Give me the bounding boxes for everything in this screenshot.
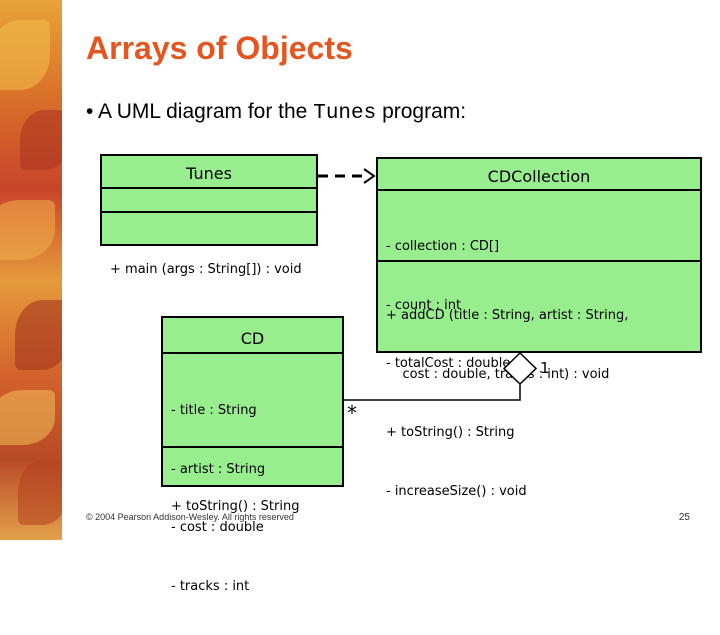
tunes-class-box: Tunes + main (args : String[]) : void [100, 154, 318, 277]
class-name: CD [240, 329, 265, 348]
class-divider [163, 446, 342, 448]
class-divider [102, 211, 316, 213]
bullet-marker: • [86, 100, 94, 123]
attribute-line: - totalCost : double [386, 356, 511, 371]
operation-line: + toString() : String [171, 499, 300, 514]
class-divider [378, 260, 700, 262]
slide-title: Arrays of Objects [86, 30, 353, 66]
operation-line: cost : double, tracks : int) : void [386, 366, 610, 382]
class-name: Tunes [186, 164, 232, 183]
attribute-line: - tracks : int [171, 578, 250, 594]
attribute-line: - cost : double [171, 520, 264, 535]
operation-line: + addCD (title : String, artist : String… [386, 308, 629, 323]
attributes-list: - collection : CD[] - count : int - tota… [386, 198, 510, 413]
bullet-suffix: program: [382, 100, 467, 123]
copyright-text: © 2004 Pearson Addison-Wesley. All right… [86, 512, 294, 522]
attribute-line: - collection : CD[] [386, 239, 500, 254]
cdcollection-class-box: CDCollection - collection : CD[] - count… [376, 157, 702, 499]
autumn-leaves-decoration [0, 0, 62, 540]
class-name: CDCollection [487, 167, 591, 186]
bullet-text: • A UML diagram for the Tunes program: [86, 100, 466, 125]
bullet-code: Tunes [313, 102, 377, 125]
cd-class-box: CD - title : String - artist : String - … [161, 316, 344, 594]
attribute-line: - count : int [386, 297, 462, 313]
dependency-arrowhead [363, 168, 376, 184]
class-divider [163, 352, 342, 354]
page-number: 25 [678, 512, 690, 523]
operations-list: + addCD (title : String, artist : String… [386, 267, 628, 540]
operation-line: + toString() : String [386, 425, 515, 440]
attribute-line: - artist : String [171, 461, 266, 477]
multiplicity-many: * [347, 401, 357, 425]
class-divider [102, 187, 316, 189]
operation-line: - increaseSize() : void [386, 483, 527, 499]
operations-list: + main (args : String[]) : void [110, 221, 302, 319]
bullet-prefix: A UML diagram for the [98, 100, 308, 123]
operation-line: + main (args : String[]) : void [110, 262, 302, 277]
class-divider [378, 189, 700, 191]
operations-list: + toString() : String [171, 458, 299, 556]
multiplicity-one: 1 [540, 359, 550, 377]
attribute-line: - title : String [171, 403, 257, 418]
